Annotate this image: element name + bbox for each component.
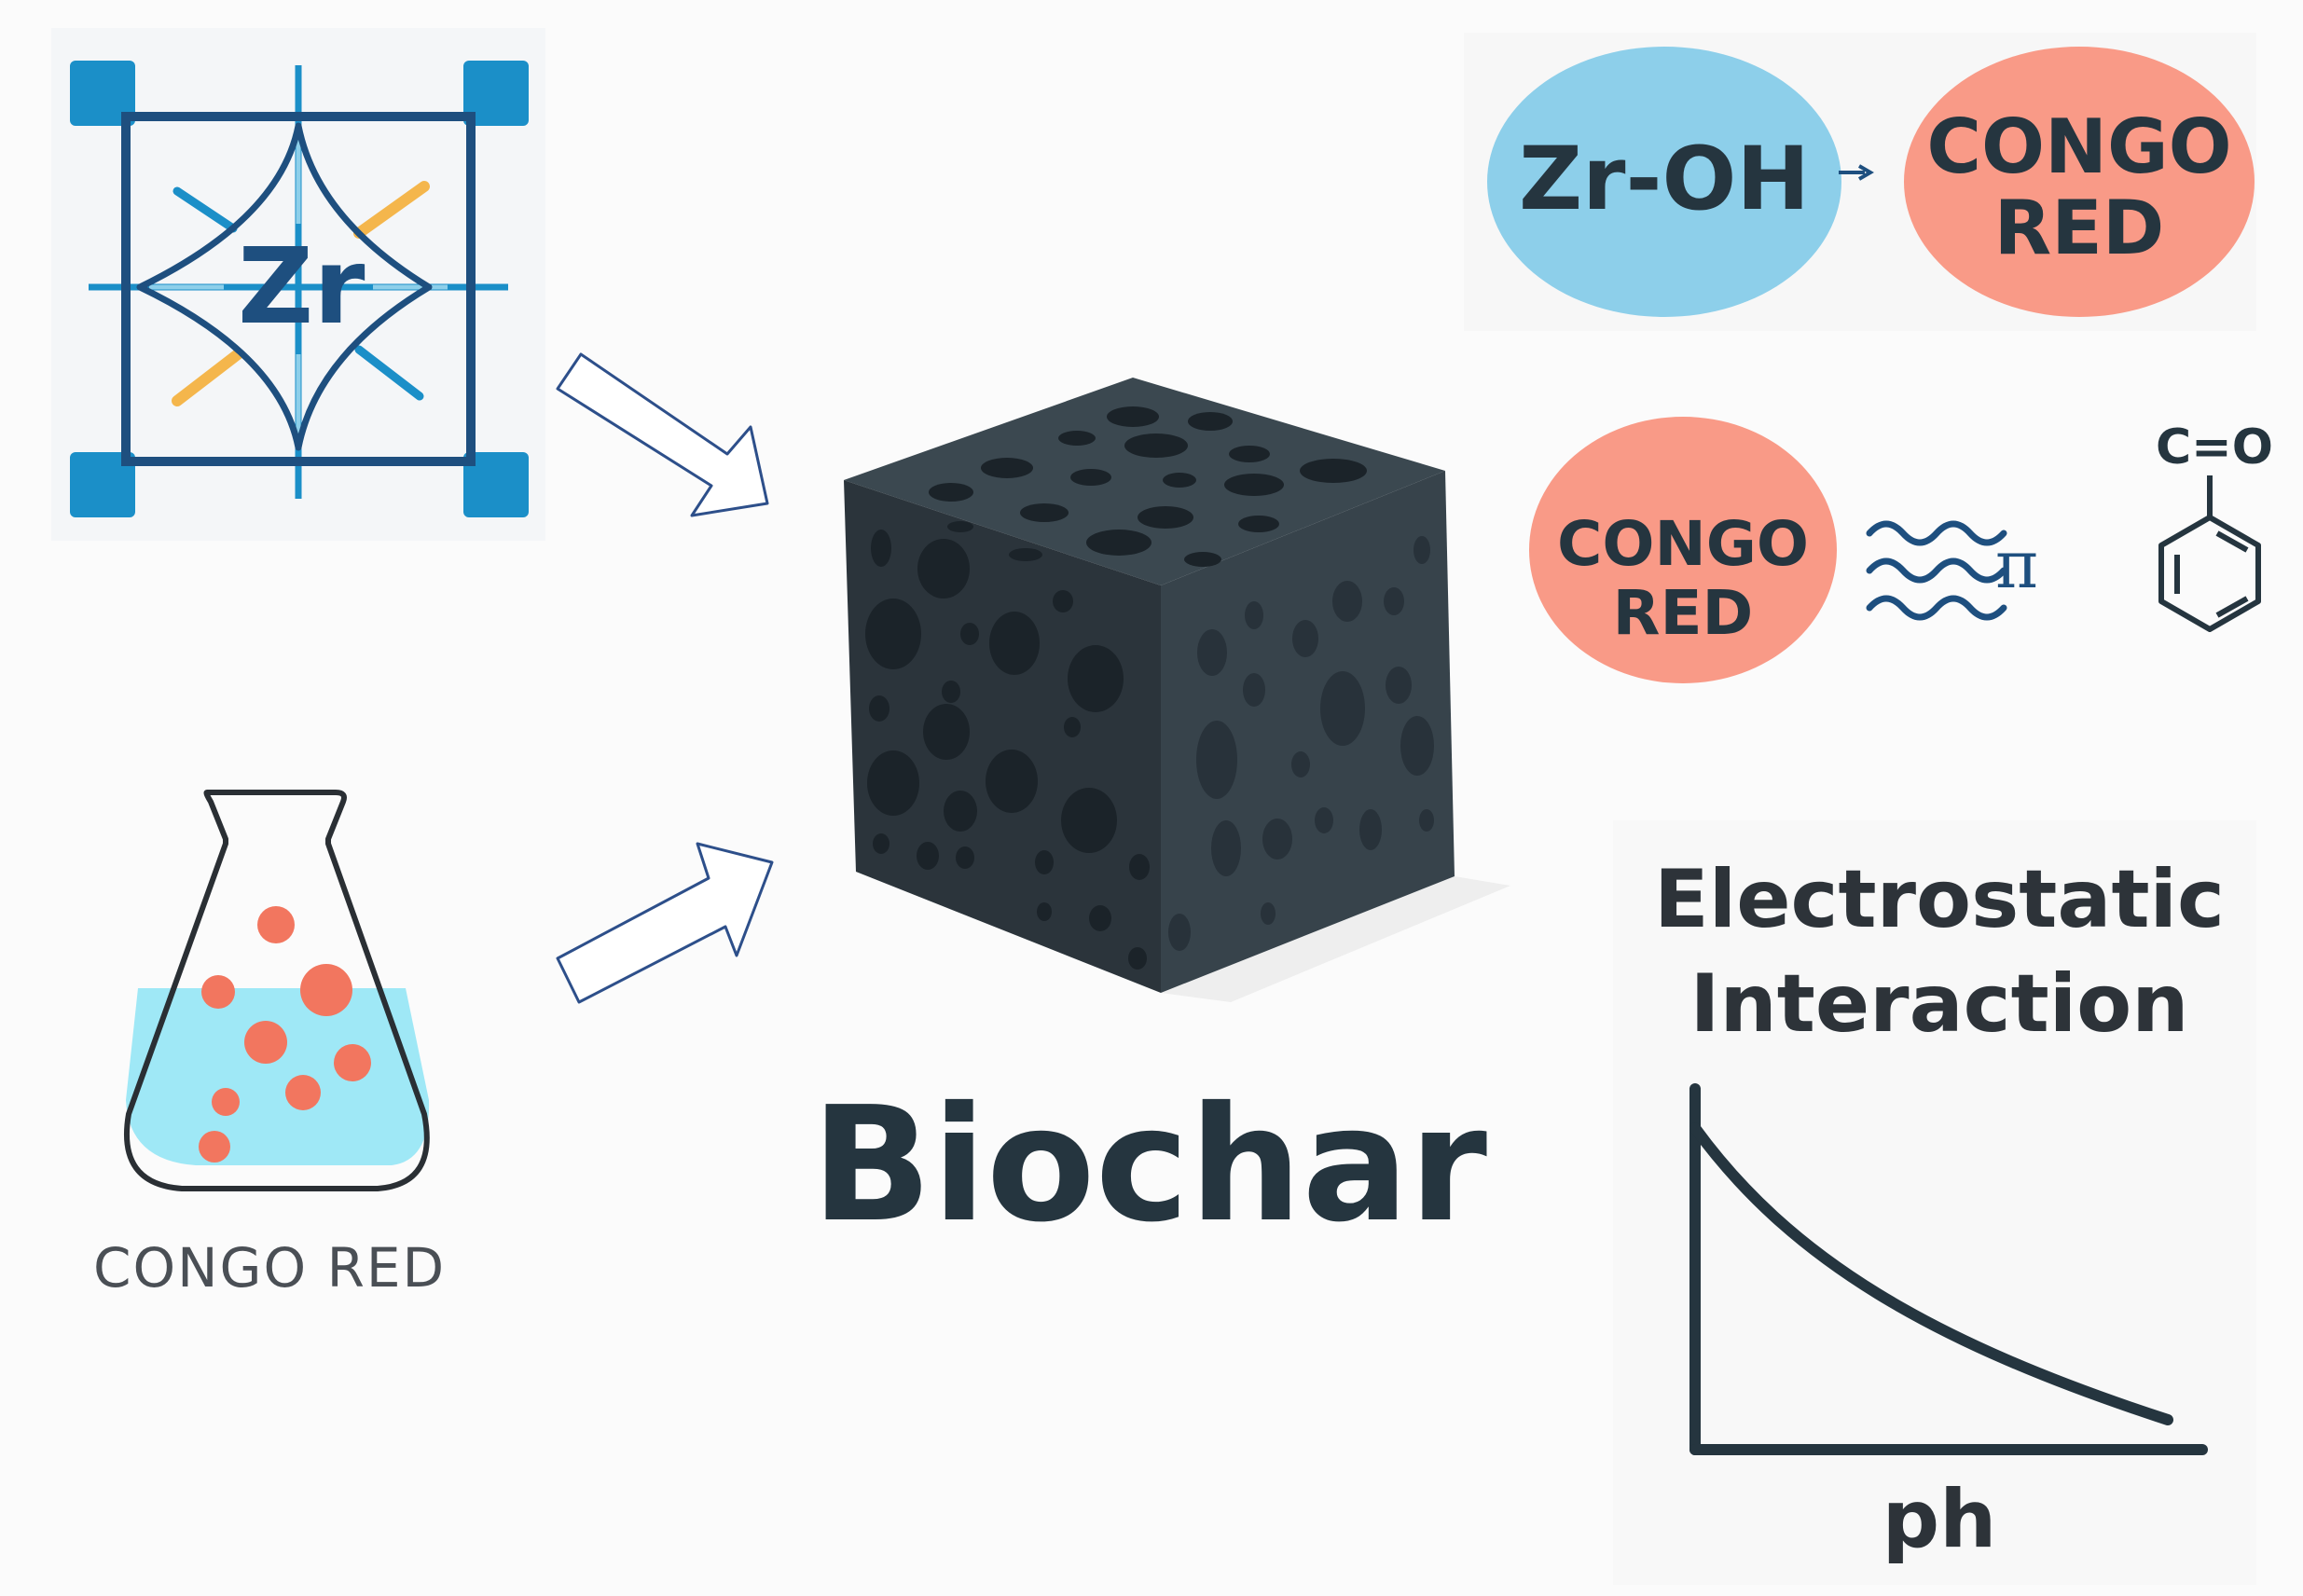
congo-red-top-line1: CONGO [1926,103,2232,190]
benzene-ring-icon [2158,475,2261,632]
wave-icon [1866,520,2007,621]
electrostatic-title-line1: Electrostatic [1653,853,2226,946]
decay-curve [1689,1122,2173,1425]
zr-label: Zr [238,227,365,348]
electrostatic-panel [1613,820,2256,1585]
electrostatic-title-line2: Interaction [1689,957,2189,1051]
pi-stacking-panel [1529,417,2261,683]
flask-icon [123,790,430,1191]
biochar-label: Biochar [811,1073,1487,1258]
congo-red-oval-mid [1529,417,1837,683]
pi-symbol: π [1995,527,2039,603]
flask-caption: CONGO RED [93,1236,447,1300]
congo-red-top-line2: RED [1993,185,2165,271]
congo-red-mid-line1: CONGO [1556,508,1810,580]
carbonyl-label: C=O [2156,420,2273,475]
complexation-panel [1464,33,2256,331]
arrow-icon [556,352,774,1004]
zr-frame-icon [51,28,545,541]
zr-oh-oval [1487,47,1841,317]
x-axis-label: ph [1882,1473,1997,1566]
biochar-cube [844,378,1510,1002]
congo-red-oval-top [1904,47,2255,317]
congo-red-mid-line2: RED [1612,577,1754,649]
zr-oh-label: Zr-OH [1518,129,1811,230]
